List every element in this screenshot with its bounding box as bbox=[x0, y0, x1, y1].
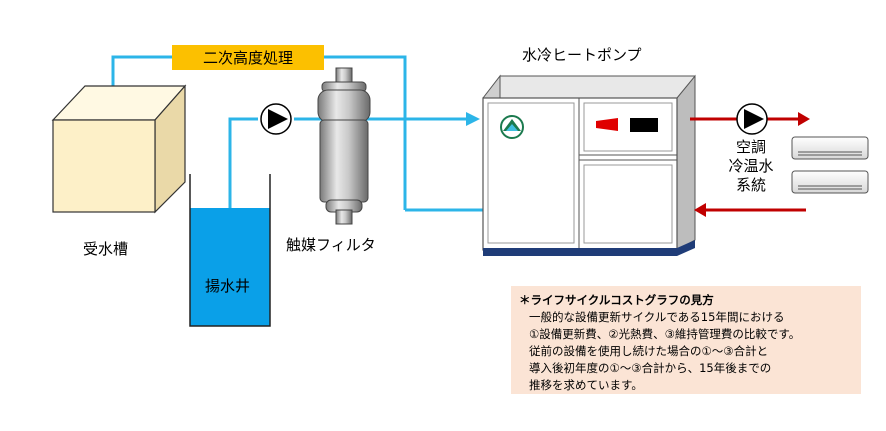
secondary-treatment-label: 二次高度処理 bbox=[172, 45, 324, 70]
company-logo bbox=[500, 115, 524, 139]
secondary-treatment-text: 二次高度処理 bbox=[202, 49, 293, 67]
heat-pump-label: 水冷ヒートポンプ bbox=[522, 46, 642, 64]
receiving-tank bbox=[51, 84, 187, 214]
well bbox=[189, 174, 271, 327]
note-line: 導入後初年度の①～③合計から、15年後までの bbox=[529, 361, 772, 375]
note-line: ①設備更新費、②光熱費、③維持管理費の比較です。 bbox=[529, 327, 801, 341]
hvac-label-line: 冷温水 bbox=[728, 157, 774, 175]
pump-icon bbox=[736, 103, 768, 135]
lifecycle-cost-note: ＊ライフサイクルコストグラフの見方 一般的な設備更新サイクルである15年間におけ… bbox=[511, 286, 861, 394]
note-line: 従前の設備を使用し続けた場合の①～③合計と bbox=[529, 344, 769, 358]
note-title: ＊ライフサイクルコストグラフの見方 bbox=[519, 293, 714, 307]
catalyst-filter-icon bbox=[317, 67, 371, 225]
pump-icon bbox=[260, 103, 292, 135]
arrow-to-hvac bbox=[798, 112, 810, 126]
hvac-label-line: 空調 bbox=[735, 138, 766, 156]
air-conditioner-icon bbox=[791, 170, 869, 194]
catalyst-filter-label: 触媒フィルタ bbox=[286, 236, 376, 254]
arrow-into-heatpump bbox=[466, 112, 480, 126]
well-label: 揚水井 bbox=[205, 277, 251, 295]
heat-pump-unit bbox=[482, 74, 696, 256]
hvac-system-label: 空調 冷温水 系統 bbox=[718, 138, 784, 195]
arrow-return-hvac bbox=[694, 203, 706, 217]
air-conditioner-icon bbox=[791, 136, 869, 160]
note-line: 推移を求めています。 bbox=[529, 378, 643, 392]
hvac-label-line: 系統 bbox=[735, 176, 766, 194]
note-line: 一般的な設備更新サイクルである15年間における bbox=[529, 310, 785, 324]
receiving-tank-label: 受水槽 bbox=[83, 240, 129, 258]
